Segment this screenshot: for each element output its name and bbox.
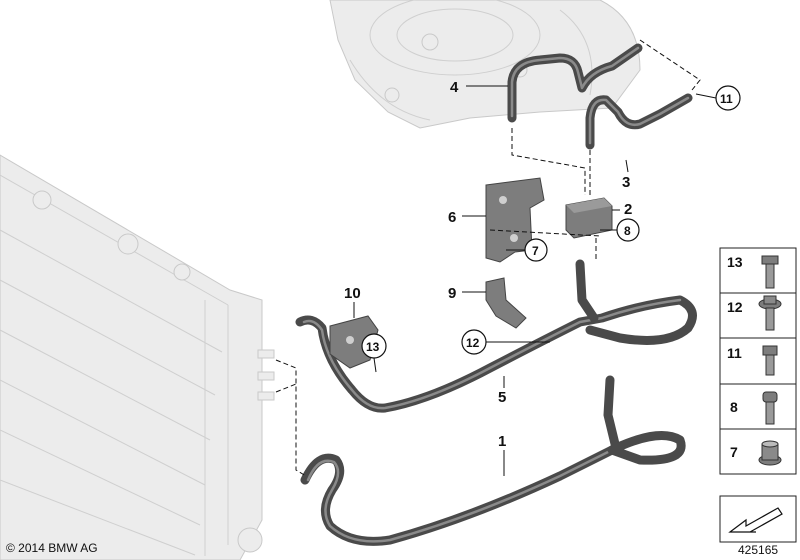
svg-text:6: 6: [448, 209, 456, 226]
hose-3: [585, 93, 693, 150]
bolt-socket-icon: [762, 391, 778, 425]
callout-7: 7: [506, 238, 548, 262]
callout-6: 6: [448, 209, 486, 226]
connector-block-2: [565, 197, 613, 239]
bolt-washer-icon: [758, 295, 782, 331]
svg-text:4: 4: [450, 79, 459, 96]
callout-2: 2: [612, 201, 632, 218]
svg-text:10: 10: [344, 285, 361, 302]
legend-row-12: 12: [727, 295, 782, 331]
legend-row-13: 13: [727, 254, 779, 289]
transmission-ghost: [329, 0, 641, 129]
svg-text:8: 8: [624, 224, 631, 238]
copyright-text: © 2014 BMW AG: [6, 541, 98, 555]
legend-row-7: 7: [730, 440, 782, 466]
svg-text:5: 5: [498, 389, 506, 406]
svg-text:13: 13: [366, 340, 380, 354]
callout-4: 4: [450, 79, 508, 96]
fastener-legend: 13 12 11 8: [719, 247, 797, 475]
collar-nut-icon: [758, 440, 782, 466]
svg-text:8: 8: [730, 399, 738, 415]
hose-4: [507, 43, 643, 123]
callout-10: 10: [344, 285, 361, 318]
callout-9: 9: [448, 285, 486, 302]
callout-5: 5: [498, 376, 506, 406]
assembly-lines: [275, 39, 701, 477]
svg-text:9: 9: [448, 285, 456, 302]
radiator-ghost: [0, 154, 275, 560]
bracket-9: [485, 277, 527, 329]
svg-text:1: 1: [498, 433, 506, 450]
svg-text:11: 11: [727, 345, 742, 361]
callout-1: 1: [498, 433, 506, 476]
direction-arrow-icon: [719, 495, 797, 543]
legend-row-8: 8: [730, 391, 778, 425]
hose-5: [295, 259, 697, 413]
callout-8: 8: [600, 218, 640, 242]
hose-1: [300, 375, 686, 546]
svg-text:7: 7: [532, 244, 539, 258]
svg-text:3: 3: [622, 174, 630, 191]
callout-3: 3: [622, 159, 630, 191]
callout-12: 12: [461, 329, 550, 355]
svg-text:13: 13: [727, 254, 743, 270]
svg-text:12: 12: [727, 299, 743, 315]
callout-13: 13: [361, 333, 387, 373]
svg-text:11: 11: [720, 92, 733, 106]
svg-text:12: 12: [466, 336, 480, 350]
diagram-number: 425165: [738, 543, 778, 557]
bolt-hex-flange-icon: [761, 255, 779, 289]
svg-text:2: 2: [624, 201, 632, 218]
legend-row-11: 11: [727, 345, 778, 376]
bolt-hex-icon: [762, 345, 778, 376]
svg-text:7: 7: [730, 444, 738, 460]
callout-11: 11: [695, 85, 741, 111]
